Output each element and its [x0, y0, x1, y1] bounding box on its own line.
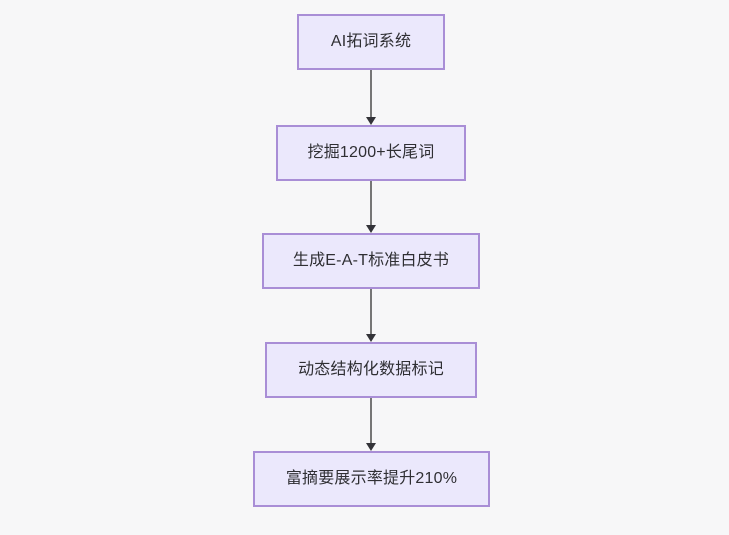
edge-line	[370, 398, 372, 443]
flow-node-rich-snippet-impression-lift[interactable]: 富摘要展示率提升210%	[253, 451, 490, 507]
arrow-head-icon	[366, 225, 376, 233]
flow-node-label: 动态结构化数据标记	[298, 361, 444, 379]
arrow-head-icon	[366, 443, 376, 451]
arrow-head-icon	[366, 117, 376, 125]
flow-node-label: AI拓词系统	[330, 33, 412, 51]
flow-node-generate-eat-whitepaper[interactable]: 生成E-A-T标准白皮书	[262, 233, 480, 289]
edge-line	[370, 289, 372, 334]
flow-node-dynamic-structured-data-markup[interactable]: 动态结构化数据标记	[265, 342, 477, 398]
arrow-head-icon	[366, 334, 376, 342]
flow-node-label: 生成E-A-T标准白皮书	[292, 252, 450, 270]
flow-node-mine-longtail-keywords[interactable]: 挖掘1200+长尾词	[276, 125, 466, 181]
flow-node-label: 挖掘1200+长尾词	[307, 144, 435, 162]
flow-node-ai-keyword-system[interactable]: AI拓词系统	[297, 14, 445, 70]
edge-line	[370, 181, 372, 225]
flow-node-label: 富摘要展示率提升210%	[285, 470, 458, 488]
edge-line	[370, 70, 372, 117]
